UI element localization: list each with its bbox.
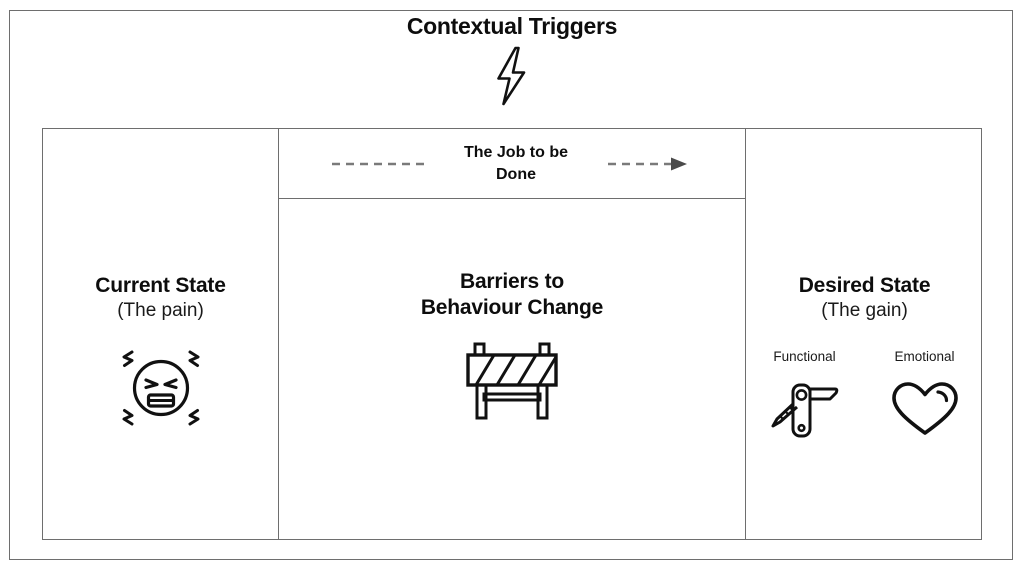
heart-icon — [879, 376, 971, 442]
desired-state-content: Desired State (The gain) Functional — [746, 273, 983, 442]
gain-functional: Functional — [759, 349, 851, 442]
distressed-face-icon — [43, 339, 278, 437]
panel-barriers: The Job to be Done Barriers to Behaviour… — [278, 129, 746, 539]
job-to-be-done-band: The Job to be Done — [279, 129, 745, 199]
outer-frame — [9, 10, 1013, 560]
barriers-title: Barriers to Behaviour Change — [279, 269, 745, 322]
current-state-subtitle: (The pain) — [117, 300, 204, 322]
header: Contextual Triggers — [0, 13, 1024, 108]
page-title: Contextual Triggers — [406, 13, 618, 39]
jtbd-line-1: The Job to be — [464, 143, 568, 161]
gains-row: Functional — [746, 349, 983, 442]
barriers-content: Barriers to Behaviour Change — [279, 269, 745, 422]
gain-emotional-label: Emotional — [894, 349, 955, 365]
barriers-line-1: Barriers to — [459, 270, 564, 293]
panel-current-state: Current State (The pain) — [43, 129, 278, 539]
job-to-be-done-title: The Job to be Done — [431, 142, 601, 185]
panel-desired-state: Desired State (The gain) Functional — [746, 129, 983, 539]
desired-state-title: Desired State — [798, 274, 931, 297]
road-barrier-icon — [279, 338, 745, 422]
gain-emotional: Emotional — [879, 349, 971, 442]
desired-state-subtitle: (The gain) — [821, 300, 908, 322]
pocket-knife-icon — [759, 376, 851, 442]
jtbd-line-2: Done — [496, 165, 536, 183]
barriers-line-2: Behaviour Change — [420, 296, 604, 320]
lightning-bolt-icon — [0, 44, 1024, 108]
current-state-content: Current State (The pain) — [43, 273, 278, 437]
current-state-title: Current State — [95, 274, 226, 297]
dashed-arrow-connector — [607, 156, 693, 172]
gain-functional-label: Functional — [773, 349, 836, 365]
dashed-line-connector — [331, 158, 425, 170]
framework-grid: Current State (The pain) — [42, 128, 982, 540]
